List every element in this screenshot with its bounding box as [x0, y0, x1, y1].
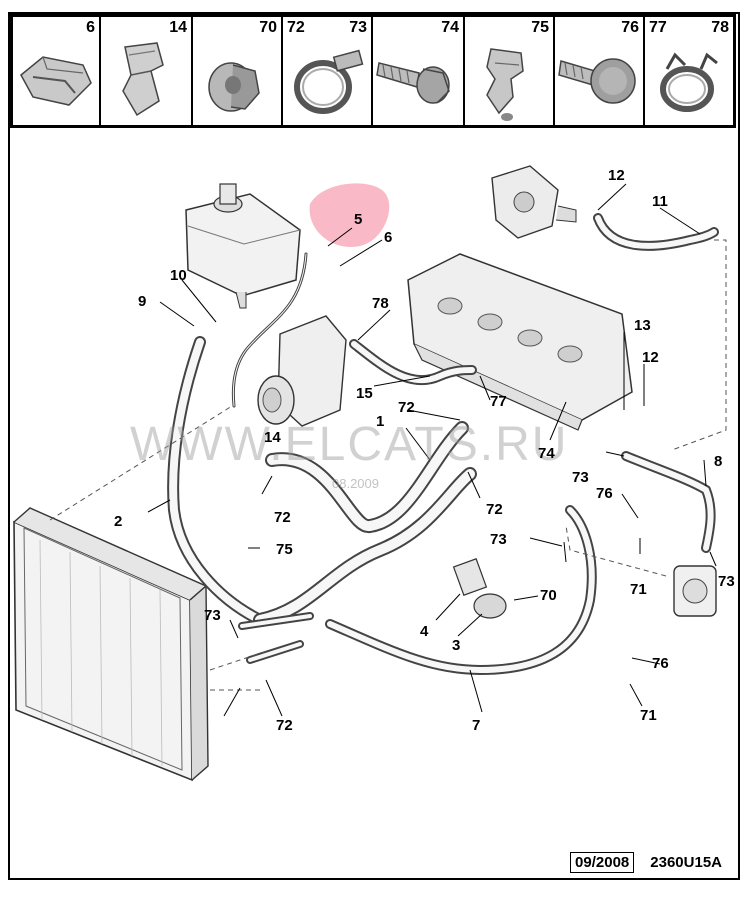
- part-cell-76[interactable]: 76: [555, 17, 645, 125]
- part-cell-70[interactable]: 70: [193, 17, 283, 125]
- part-cell-14[interactable]: 14: [101, 17, 193, 125]
- part-number: 6: [86, 19, 95, 36]
- callout-71: 71: [630, 581, 647, 598]
- callout-12b: 12: [642, 349, 659, 366]
- part-number: 74: [441, 19, 459, 36]
- part-cell-72-73[interactable]: 72 73: [283, 17, 373, 125]
- callout-8: 8: [714, 453, 722, 470]
- callout-77: 77: [490, 393, 507, 410]
- callout-73b: 73: [490, 531, 507, 548]
- callout-72d: 72: [276, 717, 293, 734]
- hoses: [167, 213, 719, 676]
- callout-75: 75: [276, 541, 293, 558]
- part-number: 77: [649, 19, 667, 36]
- callout-76b: 76: [652, 655, 669, 672]
- callout-73c: 73: [718, 573, 735, 590]
- callout-71b: 71: [640, 707, 657, 724]
- callout-76: 76: [596, 485, 613, 502]
- callout-73: 73: [572, 469, 589, 486]
- callout-74: 74: [538, 445, 555, 462]
- part-cell-6[interactable]: 6: [13, 17, 101, 125]
- radiator: [13, 507, 209, 782]
- part-number: 73: [349, 19, 367, 36]
- bracket-clip-icon: [122, 42, 164, 117]
- callout-labels: 5 6 12 11 10 9 78 13 12 15 72 77 1 74 14…: [114, 167, 735, 734]
- oil-cooler: [673, 565, 717, 617]
- callout-lines: [147, 183, 717, 717]
- holder-clip-icon: [486, 48, 524, 121]
- footer: 09/2008 2360U15A: [570, 852, 726, 873]
- callout-13: 13: [634, 317, 651, 334]
- thermostat-housing: [491, 165, 577, 239]
- callout-6: 6: [384, 229, 392, 246]
- footer-date: 09/2008: [570, 852, 635, 873]
- thermostat: [452, 558, 507, 619]
- callout-4: 4: [420, 623, 429, 640]
- callout-72: 72: [398, 399, 415, 416]
- callout-9: 9: [138, 293, 146, 310]
- part-number: 78: [711, 19, 729, 36]
- bolt-icon: [376, 62, 450, 104]
- callout-15: 15: [356, 385, 373, 402]
- part-cell-75[interactable]: 75: [465, 17, 555, 125]
- spring-clamp-icon: [660, 52, 718, 112]
- nut-icon: [208, 62, 260, 112]
- part-cell-77-78[interactable]: 77 78: [645, 17, 733, 125]
- callout-7: 7: [472, 717, 480, 734]
- callout-73d: 73: [204, 607, 221, 624]
- watermark-date: 08.2009: [332, 476, 379, 491]
- clip-icon: [20, 56, 92, 106]
- watermark-text: WWW.ELCATS.RU: [130, 418, 568, 471]
- callout-72c: 72: [486, 501, 503, 518]
- part-number: 76: [621, 19, 639, 36]
- callout-5: 5: [354, 211, 362, 228]
- hose-clamp-icon: [294, 49, 364, 114]
- callout-12: 12: [608, 167, 625, 184]
- callout-1: 1: [376, 413, 384, 430]
- part-number: 14: [169, 19, 187, 36]
- cylinder-head: [407, 253, 633, 431]
- part-number: 72: [287, 19, 305, 36]
- expansion-tank: [185, 183, 301, 309]
- callout-78: 78: [372, 295, 389, 312]
- screw-icon: [558, 58, 636, 104]
- water-outlet-housing: [257, 315, 347, 427]
- part-cell-74[interactable]: 74: [373, 17, 465, 125]
- cooling-system-diagram: WWW.ELCATS.RU 08.2009 5 6 12 11 10 9 78 …: [13, 165, 735, 782]
- callout-70: 70: [540, 587, 557, 604]
- callout-2: 2: [114, 513, 122, 530]
- parts-strip: 6 14 70 72 73 74: [10, 14, 736, 128]
- callout-14: 14: [264, 429, 281, 446]
- callout-10: 10: [170, 267, 187, 284]
- callout-11: 11: [652, 193, 668, 210]
- leader-lines: [49, 239, 727, 691]
- part-number: 75: [531, 19, 549, 36]
- footer-reference: 2360U15A: [650, 854, 722, 871]
- highlight-mark: [309, 183, 390, 247]
- part-number: 70: [259, 19, 277, 36]
- callout-3: 3: [452, 637, 460, 654]
- callout-72b: 72: [274, 509, 291, 526]
